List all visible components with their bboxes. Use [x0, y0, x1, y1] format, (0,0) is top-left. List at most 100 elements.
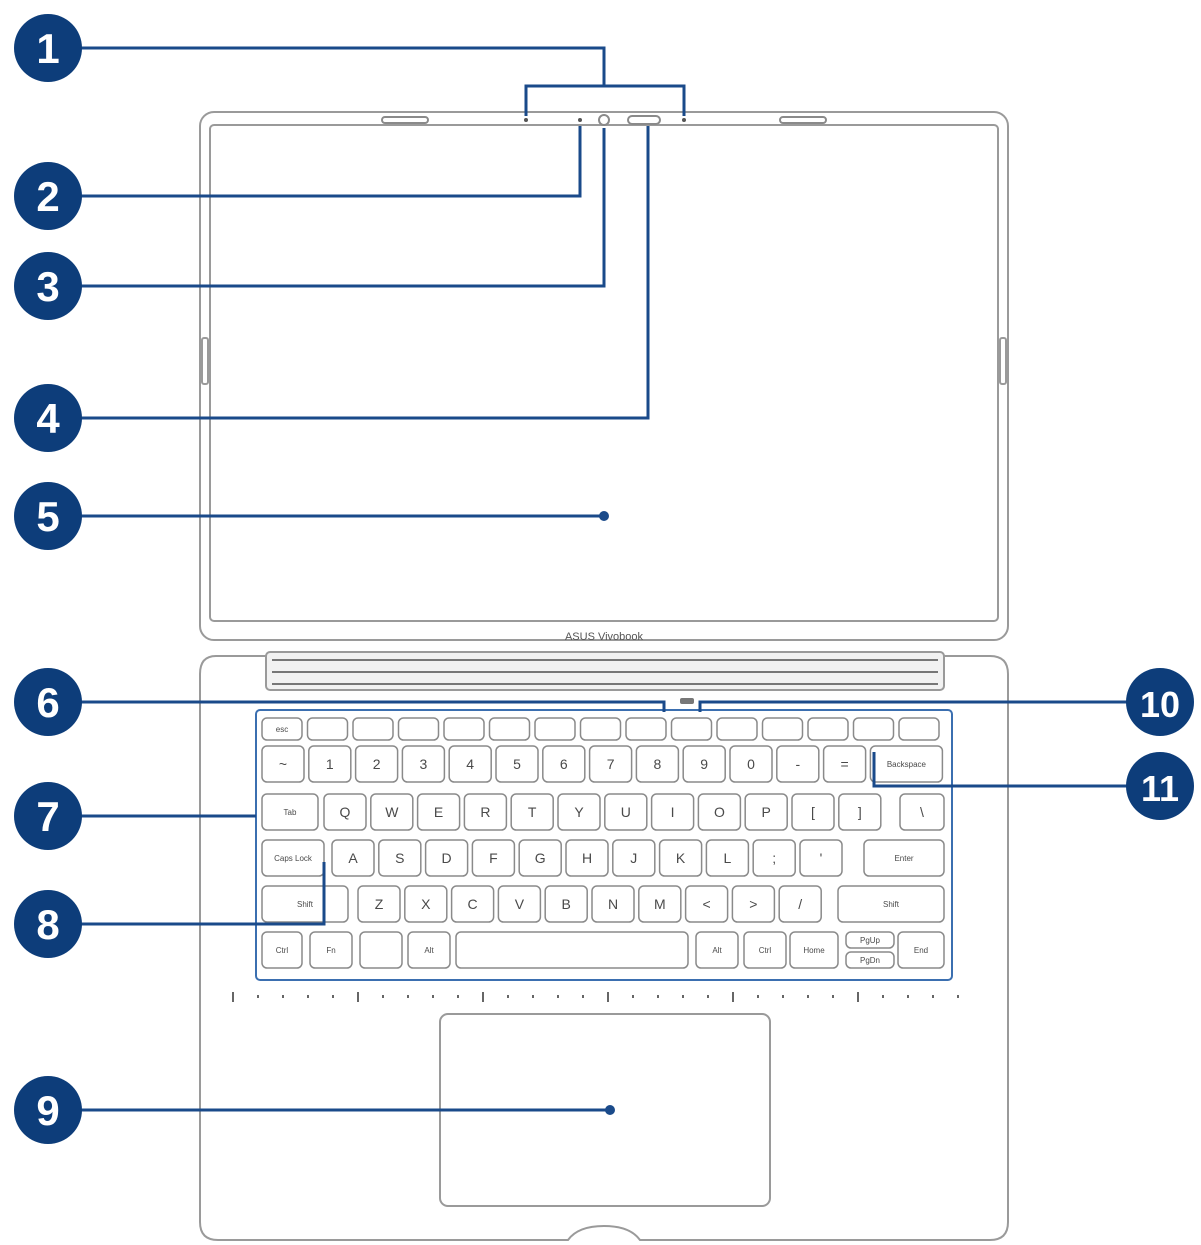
key[interactable]: D — [424, 839, 469, 877]
key[interactable]: ' — [799, 839, 843, 877]
speaker-hole — [257, 995, 259, 998]
keycap — [838, 793, 882, 831]
key[interactable]: Q — [323, 793, 367, 831]
key[interactable]: esc — [261, 717, 303, 741]
key[interactable]: Tab — [261, 793, 319, 831]
key[interactable]: U — [604, 793, 648, 831]
key[interactable]: P — [744, 793, 788, 831]
key[interactable]: W — [370, 793, 414, 831]
key[interactable]: > — [731, 885, 776, 923]
key[interactable]: F — [471, 839, 516, 877]
key[interactable]: End — [897, 931, 945, 969]
key[interactable]: R — [463, 793, 508, 831]
key[interactable]: < — [684, 885, 729, 923]
key[interactable]: Y — [557, 793, 601, 831]
key[interactable]: H — [565, 839, 609, 877]
keycap — [471, 839, 516, 877]
key-label: ' — [820, 850, 823, 866]
key[interactable]: PgDn — [845, 951, 895, 969]
key[interactable]: Backspace — [869, 745, 944, 783]
leader-2 — [60, 126, 582, 198]
key[interactable]: 0 — [729, 745, 773, 783]
key[interactable]: Ctrl — [261, 931, 303, 969]
key[interactable]: ; — [752, 839, 796, 877]
key[interactable]: L — [705, 839, 750, 877]
key[interactable]: J — [612, 839, 656, 877]
key[interactable]: Shift — [837, 885, 945, 923]
keycap — [309, 931, 353, 969]
key[interactable]: 4 — [448, 745, 492, 783]
key[interactable]: Enter — [863, 839, 945, 877]
key[interactable] — [352, 717, 394, 741]
key[interactable]: B — [544, 885, 588, 923]
key[interactable] — [807, 717, 849, 741]
key[interactable]: - — [776, 745, 820, 783]
callout-number: 1 — [36, 25, 59, 72]
key[interactable]: A — [331, 839, 375, 877]
key[interactable] — [534, 717, 576, 741]
key[interactable]: \ — [899, 793, 945, 831]
key[interactable] — [761, 717, 804, 741]
key[interactable]: C — [450, 885, 495, 923]
key[interactable]: Caps Lock — [261, 839, 325, 877]
key[interactable]: T — [510, 793, 554, 831]
key[interactable] — [488, 717, 531, 741]
key[interactable] — [443, 717, 485, 741]
key[interactable] — [852, 717, 895, 741]
key[interactable]: [ — [791, 793, 835, 831]
key[interactable] — [579, 717, 622, 741]
key[interactable]: PgUp — [845, 931, 895, 949]
key-label: Shift — [883, 900, 900, 909]
key[interactable]: I — [650, 793, 695, 831]
key[interactable]: 2 — [354, 745, 399, 783]
key[interactable]: 5 — [495, 745, 539, 783]
key[interactable]: 6 — [542, 745, 586, 783]
key[interactable]: / — [778, 885, 822, 923]
key[interactable] — [670, 717, 713, 741]
key[interactable]: G — [518, 839, 562, 877]
key[interactable]: 1 — [308, 745, 352, 783]
key[interactable] — [625, 717, 667, 741]
key[interactable] — [898, 717, 940, 741]
key[interactable] — [306, 717, 349, 741]
key[interactable]: Z — [357, 885, 401, 923]
key[interactable]: Shift — [261, 885, 349, 923]
key[interactable]: 8 — [635, 745, 680, 783]
key[interactable]: ] — [838, 793, 882, 831]
speaker-hole — [807, 995, 809, 998]
key[interactable]: S — [378, 839, 422, 877]
key[interactable]: X — [404, 885, 448, 923]
key[interactable]: = — [822, 745, 867, 783]
key[interactable]: Fn — [309, 931, 353, 969]
keycap — [261, 717, 303, 741]
lid-outline — [199, 111, 1009, 641]
key[interactable] — [716, 717, 758, 741]
keycap — [682, 745, 726, 783]
key[interactable]: O — [697, 793, 742, 831]
key[interactable]: N — [591, 885, 635, 923]
key[interactable]: Home — [789, 931, 839, 969]
key-label: Q — [340, 804, 351, 820]
key[interactable] — [359, 931, 403, 969]
key-label: 6 — [560, 756, 568, 772]
speaker-grille — [232, 992, 959, 1002]
key[interactable] — [455, 931, 689, 969]
key[interactable]: M — [638, 885, 682, 923]
speaker-hole — [432, 995, 434, 998]
key[interactable]: V — [497, 885, 542, 923]
key[interactable]: 3 — [401, 745, 446, 783]
key[interactable] — [397, 717, 440, 741]
key[interactable]: E — [416, 793, 461, 831]
key[interactable]: Ctrl — [743, 931, 787, 969]
key[interactable]: Alt — [695, 931, 739, 969]
callout-number: 11 — [1141, 768, 1179, 809]
key[interactable]: 9 — [682, 745, 726, 783]
key[interactable]: 7 — [588, 745, 633, 783]
keycap — [743, 931, 787, 969]
key[interactable]: Alt — [407, 931, 451, 969]
key[interactable]: ~ — [261, 745, 305, 783]
key[interactable]: K — [658, 839, 703, 877]
keycap — [716, 717, 758, 741]
callout-circle — [14, 162, 82, 230]
